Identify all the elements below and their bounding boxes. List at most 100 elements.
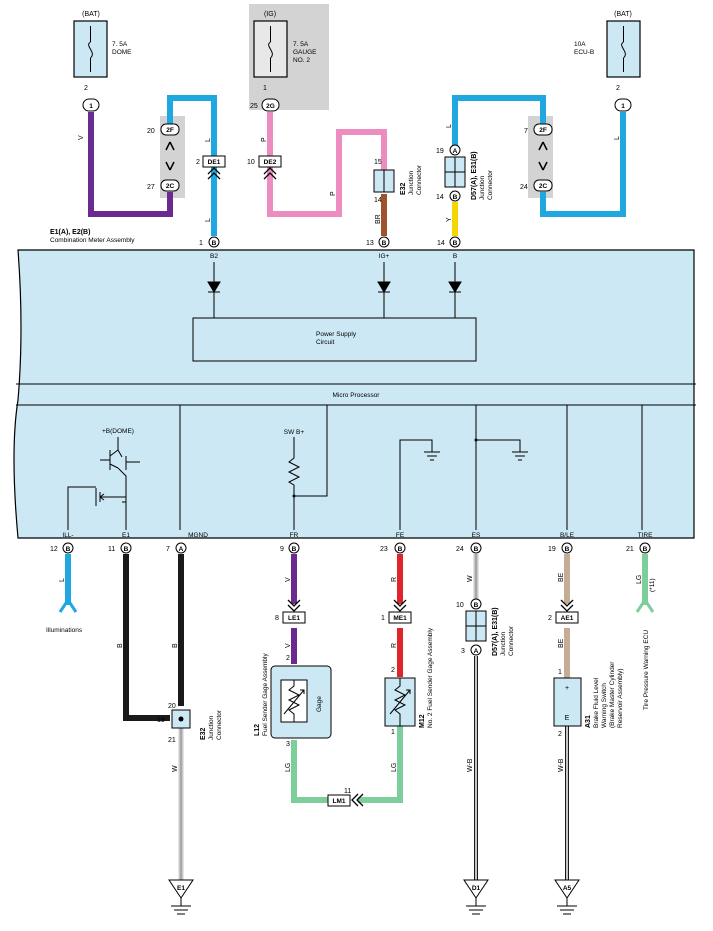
svg-text:B: B [382,240,387,247]
fuse-ecu-b: (BAT) 10A ECU-B 2 [574,11,641,92]
svg-text:L12: L12 [254,724,261,736]
svg-text:2: 2 [558,731,562,738]
svg-text:14: 14 [436,194,444,201]
meter-name: Combination Meter Assembly [50,237,135,244]
svg-text:14: 14 [374,197,382,204]
svg-text:Junction: Junction [479,175,486,200]
svg-text:19: 19 [157,717,165,724]
svg-text:1: 1 [391,729,395,736]
tire-ecu-label: Tire Pressure Warning ECU [643,630,650,710]
svg-text:Connector: Connector [508,625,515,656]
svg-text:LE1: LE1 [288,615,300,622]
svg-text:BE: BE [558,572,565,582]
meter-code: E1(A), E2(B) [50,229,90,236]
fuse-dome-source: (BAT) [82,11,100,18]
svg-text:SW B+: SW B+ [284,429,305,436]
meter-top-pins: B 1 B 13 B 14 [199,236,461,248]
svg-text:Junction: Junction [408,170,415,195]
svg-text:V: V [285,643,292,648]
ground-e1: E1 [168,879,194,915]
svg-text:L: L [614,136,621,140]
svg-text:BE: BE [558,638,565,648]
ground-a5: A5 [554,879,580,915]
svg-text:B2: B2 [210,253,218,260]
svg-text:24: 24 [520,184,528,191]
svg-text:A: A [474,648,479,655]
combination-meter: Micro Processor B2 IG+ B Power Supply Ci… [13,249,696,539]
svg-text:ME1: ME1 [393,615,407,622]
svg-text:AE1: AE1 [561,615,574,622]
svg-text:Warning Switch: Warning Switch [601,683,608,728]
svg-text:BR: BR [375,214,382,224]
svg-text:11: 11 [344,788,351,795]
svg-text:B: B [124,546,129,553]
svg-text:10: 10 [247,159,255,166]
svg-text:P: P [261,137,268,142]
junction-d57-bottom: B 10 A 3 D57(A), E31(B) Junction Connect… [456,598,515,656]
svg-text:1: 1 [263,85,267,92]
svg-text:DE2: DE2 [264,159,277,166]
svg-text:23: 23 [380,546,388,553]
svg-text:(*11): (*11) [649,578,656,592]
svg-text:(Brake Master Cylinder: (Brake Master Cylinder [609,661,616,728]
svg-text:Connector: Connector [216,709,223,740]
wire-l-blue-right [452,95,626,217]
wire-p-pink [267,112,387,217]
svg-text:NO. 2: NO. 2 [293,57,310,64]
svg-text:14: 14 [437,240,445,247]
svg-text:L: L [446,124,453,128]
svg-text:(BAT): (BAT) [614,11,632,18]
svg-text:19: 19 [436,148,444,155]
svg-text:3: 3 [286,741,290,748]
fuse-gauge-source: (IG) [264,11,276,18]
svg-text:E1: E1 [177,885,185,892]
svg-text:1: 1 [199,240,203,247]
illuminations-label: Illuminations [46,627,83,634]
micro-processor-label: Micro Processor [333,392,381,399]
svg-text:2F: 2F [539,127,547,134]
svg-text:21: 21 [168,737,176,744]
svg-text:3: 3 [461,648,465,655]
wire-v-purple [88,112,173,217]
svg-text:Reservoir Assembly): Reservoir Assembly) [617,668,624,728]
fuse-gauge: (IG) 7. 5A GAUGE NO. 2 1 [253,11,317,92]
svg-text:24: 24 [456,546,464,553]
svg-text:9: 9 [280,546,284,553]
fuse-dome-name: DOME [112,49,132,56]
svg-text:W-B: W-B [467,758,474,772]
svg-text:LM1: LM1 [333,798,346,805]
svg-text:Junction: Junction [208,715,215,740]
svg-text:25: 25 [250,103,258,110]
svg-text:L: L [205,218,212,222]
svg-text:2F: 2F [166,127,174,134]
svg-text:GAUGE: GAUGE [293,49,317,56]
wire-lg-l12 [291,740,338,803]
svg-text:L: L [205,138,212,142]
junction-d57-top: A 19 B 14 D57(A), E31(B) Junction Connec… [436,144,494,202]
svg-text:2: 2 [196,159,200,166]
svg-text:D57(A), E31(B): D57(A), E31(B) [492,607,499,656]
svg-text:M12: M12 [419,714,426,728]
svg-text:10A: 10A [574,41,586,48]
svg-text:ILL-: ILL- [62,532,73,539]
svg-text:ECU-B: ECU-B [574,49,594,56]
junction-e32-top: 15 14 E32 Junction Connector [373,159,423,204]
svg-text:+: + [565,685,569,692]
svg-text:B: B [643,546,648,553]
svg-text:IG+: IG+ [379,253,390,260]
ground-d1: D1 [463,879,489,915]
svg-text:2: 2 [616,85,620,92]
svg-text:2: 2 [391,667,395,674]
svg-text:V: V [285,577,292,582]
svg-text:27: 27 [147,184,155,191]
svg-text:B: B [453,253,457,260]
svg-text:2: 2 [84,85,88,92]
svg-text:1: 1 [381,615,385,622]
svg-text:E32: E32 [400,182,407,195]
svg-text:Brake Fluid Level: Brake Fluid Level [593,677,600,728]
svg-text:E1: E1 [122,532,130,539]
svg-text:B: B [565,546,570,553]
svg-text:1: 1 [621,103,625,110]
svg-text:DE1: DE1 [208,159,221,166]
